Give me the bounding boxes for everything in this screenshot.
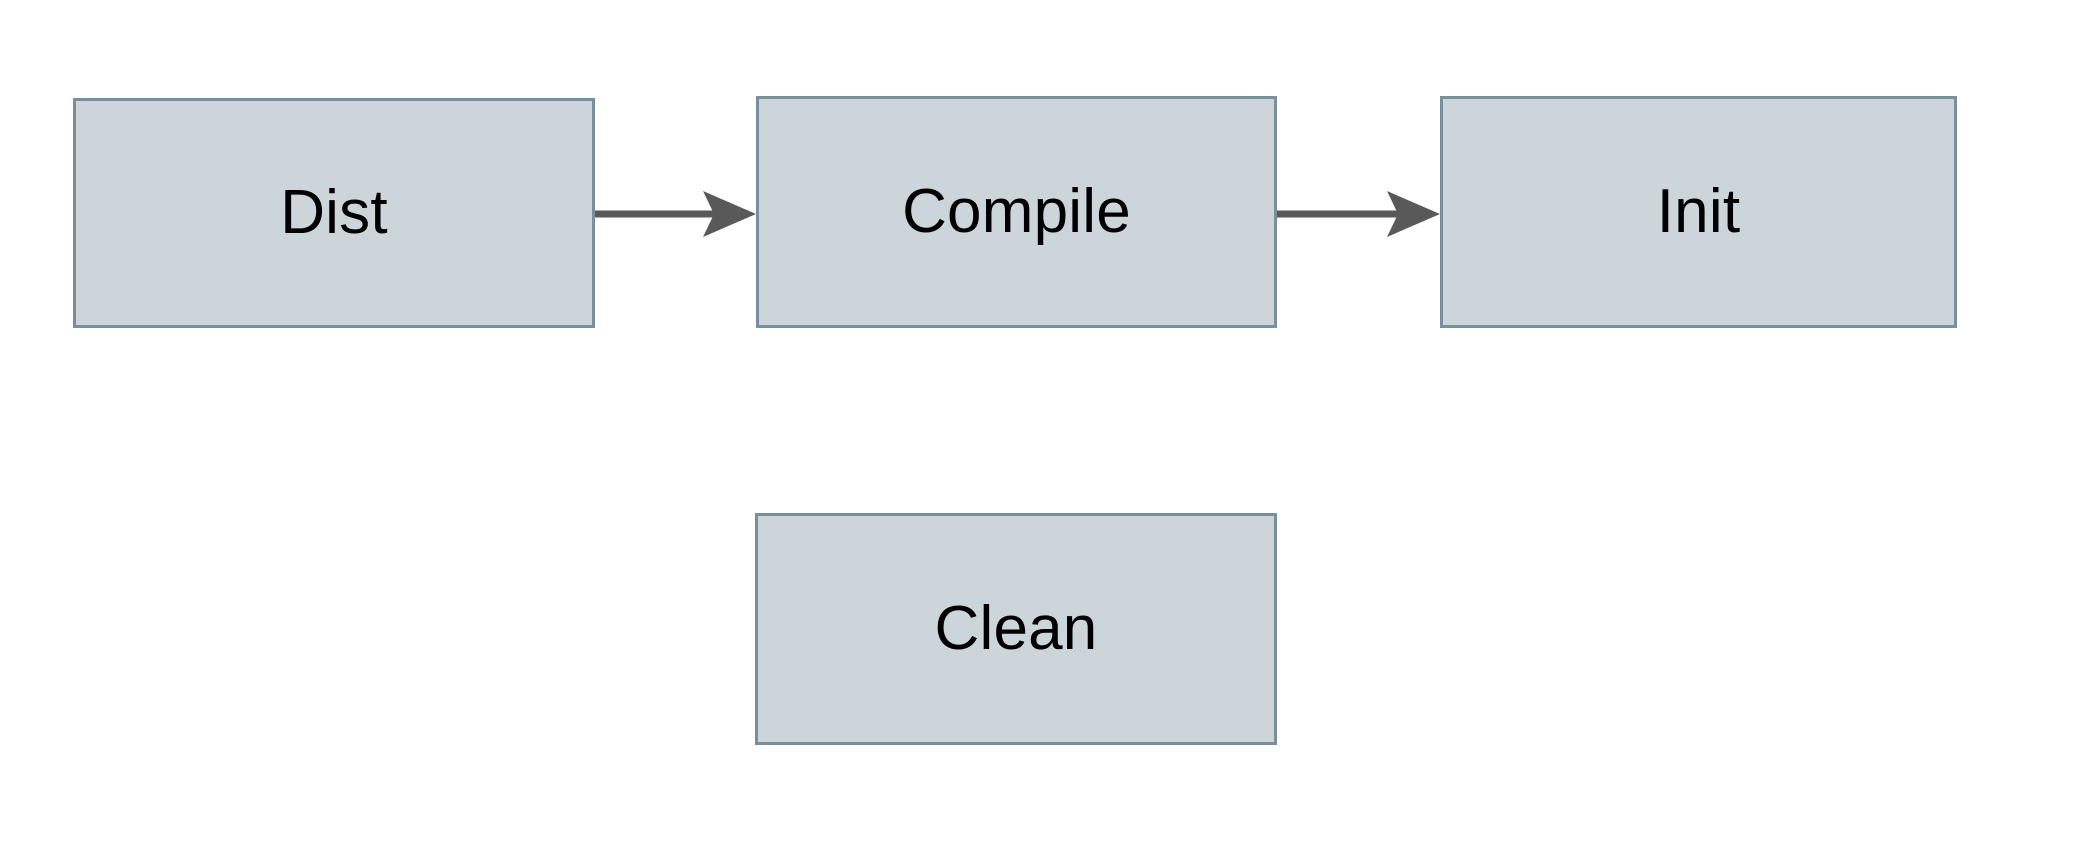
node-init-label: Init: [1656, 177, 1741, 246]
node-compile-label: Compile: [902, 177, 1131, 246]
node-init[interactable]: Init: [1440, 96, 1957, 328]
edge-compile-to-init-arrowhead: [1387, 191, 1440, 237]
node-dist-label: Dist: [280, 178, 388, 247]
node-compile[interactable]: Compile: [756, 96, 1277, 328]
node-dist[interactable]: Dist: [73, 98, 595, 328]
edge-compile-to-init[interactable]: [1277, 183, 1440, 245]
edge-dist-to-compile[interactable]: [595, 183, 756, 245]
edge-dist-to-compile-arrowhead: [703, 191, 756, 237]
node-clean-label: Clean: [934, 594, 1098, 663]
node-clean[interactable]: Clean: [755, 513, 1277, 745]
